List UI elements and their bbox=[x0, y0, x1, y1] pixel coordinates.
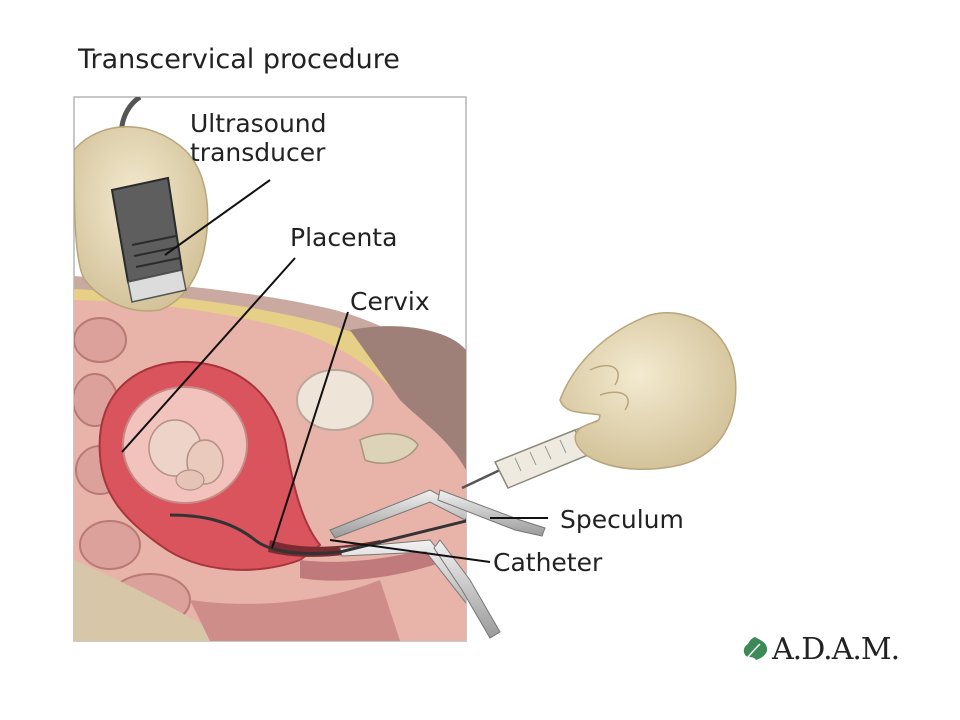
leader-placenta bbox=[121, 257, 296, 453]
leader-ultrasound bbox=[164, 179, 271, 256]
sacrum bbox=[74, 560, 230, 641]
speculum-handle bbox=[433, 489, 546, 639]
right-hand bbox=[559, 312, 737, 471]
logo-text: A.D.A.M. bbox=[772, 631, 900, 667]
label-ultrasound-transducer: Ultrasound transducer bbox=[190, 109, 327, 167]
label-placenta: Placenta bbox=[290, 223, 398, 252]
figure-title: Transcervical procedure bbox=[78, 44, 400, 75]
label-ultrasound-line1: Ultrasound bbox=[190, 109, 327, 138]
ultrasound-transducer bbox=[110, 176, 187, 303]
leader-catheter bbox=[329, 539, 491, 563]
label-catheter: Catheter bbox=[493, 548, 603, 577]
buttock bbox=[350, 326, 466, 470]
label-cervix: Cervix bbox=[350, 287, 430, 316]
label-speculum: Speculum bbox=[560, 505, 684, 534]
fetus bbox=[148, 419, 224, 491]
adam-logo: A.D.A.M. bbox=[740, 631, 900, 667]
label-ultrasound-line2: transducer bbox=[190, 138, 326, 167]
bladder bbox=[296, 369, 374, 431]
leaf-icon bbox=[743, 637, 768, 661]
catheter-drawing bbox=[169, 513, 466, 555]
leader-cervix bbox=[271, 311, 349, 549]
